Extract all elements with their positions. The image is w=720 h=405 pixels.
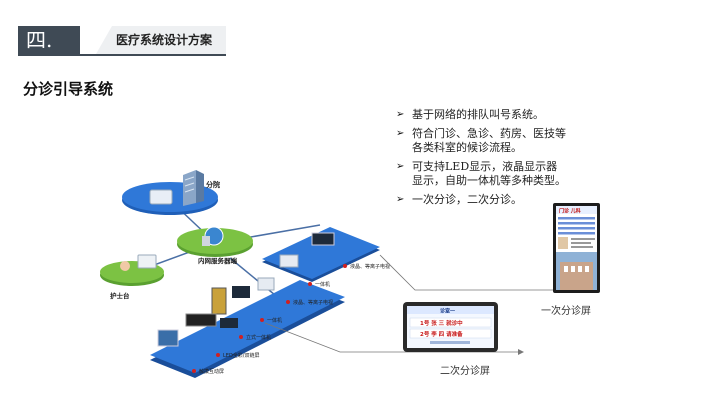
display-icon <box>220 318 238 328</box>
monitor-icon <box>149 189 173 205</box>
device-label: 立式一体机 <box>246 334 271 341</box>
header-number-block: 四. <box>18 26 80 54</box>
device-label: 液晶、等离子电视 <box>293 299 333 306</box>
device-label: LED全彩/双链屏 <box>223 352 259 359</box>
primary-screen-caption: 一次分诊屏 <box>541 306 591 317</box>
primary-screen: 门诊 儿科 <box>553 203 600 293</box>
arrow-bullet-icon: ➢ <box>396 128 405 139</box>
header-banner: 四. 医疗系统设计方案 <box>18 26 226 54</box>
led-screen-icon <box>185 313 217 327</box>
hall-platform-top <box>150 280 345 373</box>
secondary-screen-row: 2号 李 四 请准备 <box>420 330 463 338</box>
all-in-one-icon <box>257 277 275 291</box>
node-triage-label: 分院 <box>206 180 220 189</box>
primary-screen-header: 门诊 儿科 <box>559 208 581 215</box>
lcd-tv-icon <box>232 286 250 298</box>
arrow-right-icon <box>518 349 524 355</box>
header-number: 四. <box>26 28 53 52</box>
server-icon <box>202 236 210 246</box>
arrow-bullet-icon: ➢ <box>396 161 405 172</box>
feature-item: ➢ 可支持LED显示，液晶显示器显示，自助一体机等多种类型。 <box>396 160 566 188</box>
building-icon <box>183 170 204 206</box>
header-title: 医疗系统设计方案 <box>116 33 213 47</box>
device-label: 触摸互动屏 <box>199 368 224 375</box>
nurse-avatar <box>120 261 130 271</box>
feature-item: ➢ 符合门诊、急诊、药房、医技等各类科室的候诊流程。 <box>396 127 566 155</box>
feature-text: 可支持LED显示，液晶显示器显示，自助一体机等多种类型。 <box>412 160 566 187</box>
feature-text: 符合门诊、急诊、药房、医技等各类科室的候诊流程。 <box>412 127 566 154</box>
feature-list: ➢基于网络的排队叫号系统。 ➢符合门诊、急诊、药房、医技等各类科室的候诊流程。 … <box>396 108 566 212</box>
secondary-screen-caption: 二次分诊屏 <box>440 366 490 377</box>
doctor-photo <box>558 237 568 249</box>
secondary-screen-header: 诊室一 <box>440 308 455 315</box>
node-server-label: 内网服务器端 <box>198 256 238 265</box>
section-title: 分诊引导系统 <box>23 80 114 98</box>
computer-icon <box>137 254 157 269</box>
tv-icon <box>311 232 335 246</box>
feature-text: 基于网络的排队叫号系统。 <box>412 108 544 121</box>
arrow-bullet-icon: ➢ <box>396 109 405 120</box>
feature-item: ➢ 基于网络的排队叫号系统。 <box>396 108 566 122</box>
standing-kiosk-icon <box>211 287 227 315</box>
header-underline <box>18 54 226 56</box>
device-label: 一体机 <box>267 317 282 324</box>
secondary-screen: 诊室一 1号 张 三 就诊中 2号 李 四 请准备 <box>403 302 498 352</box>
feature-text: 一次分诊，二次分诊。 <box>412 193 522 206</box>
device-label: 一体机 <box>315 281 330 288</box>
feature-item: ➢ 一次分诊，二次分诊。 <box>396 193 566 207</box>
header-title-block <box>96 26 226 54</box>
device-labels: 液晶、等离子电视 一体机 液晶、等离子电视 一体机 立式一体机 LED全彩/双链… <box>192 263 390 375</box>
arrow-bullet-icon: ➢ <box>396 194 405 205</box>
touch-screen-icon <box>157 329 179 347</box>
device-label: 液晶、等离子电视 <box>350 263 390 270</box>
node-nurse-label: 护士台 <box>110 291 130 300</box>
kiosk-icon <box>279 254 299 268</box>
secondary-screen-row: 1号 张 三 就诊中 <box>420 319 463 327</box>
